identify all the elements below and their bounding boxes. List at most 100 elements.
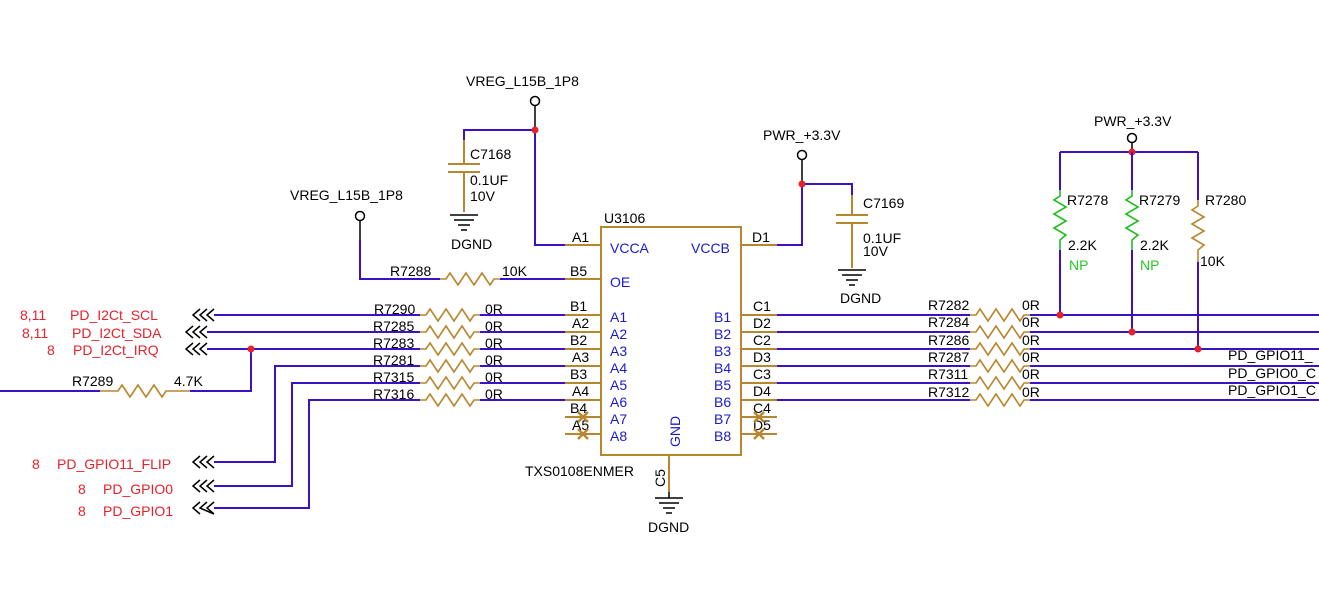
resistor-right-series[interactable]: R7282 0R R7284 0R R7286 0R R7287 0R R731… (928, 297, 1040, 408)
cap-voltage: 10V (863, 243, 889, 259)
net-label-right-gpio1[interactable]: PD_GPIO1_C (1228, 382, 1316, 398)
dgnd-label-c7168: DGND (451, 236, 492, 252)
net-label-sda[interactable]: PD_I2Ct_SDA (72, 325, 162, 341)
ground-icon (838, 269, 866, 286)
ic-pin-a4: A4 (610, 360, 627, 376)
pullup-network[interactable]: PWR_+3.3V R7278 2.2K NP R7279 2.2K NP R7… (1052, 113, 1246, 353)
net-label-irq[interactable]: PD_I2Ct_IRQ (73, 342, 159, 358)
ball-right-5: C3 (753, 366, 771, 382)
junction-dot (1128, 328, 1136, 336)
ic-pin-b1: B1 (714, 309, 731, 325)
ball-left-7: B4 (570, 400, 587, 416)
res-refdes: R7286 (928, 332, 969, 348)
cap-voltage: 10V (470, 188, 496, 204)
junction-dot (531, 126, 539, 134)
dgnd-label-ic: DGND (648, 519, 689, 535)
cap-refdes: C7168 (470, 146, 511, 162)
ball-right-3: C2 (753, 332, 771, 348)
res-refdes: R7287 (928, 349, 969, 365)
res-refdes: R7281 (373, 352, 414, 368)
res-refdes: R7290 (374, 301, 415, 317)
net-page-ref: 8 (78, 481, 86, 497)
res-refdes: R7278 (1067, 192, 1108, 208)
net-label-gpio11-flip[interactable]: PD_GPIO11_FLIP (57, 456, 171, 472)
dgnd-label-c7169: DGND (840, 290, 881, 306)
resistor-r7289[interactable]: R7289 4.7K (72, 373, 203, 399)
res-value: 4.7K (174, 373, 203, 389)
ball-vcca: A1 (572, 229, 589, 245)
ic-pin-a5: A5 (610, 377, 627, 393)
junction-dot (1194, 345, 1202, 353)
junction-dot (1056, 311, 1064, 319)
net-label-right-gpio0[interactable]: PD_GPIO0_C (1228, 365, 1316, 381)
ball-vccb: D1 (752, 229, 770, 245)
ball-gnd: C5 (652, 469, 668, 487)
res-refdes: R7315 (373, 369, 414, 385)
no-connect-icon (577, 411, 765, 440)
ball-left-1: B1 (570, 298, 587, 314)
net-page-ref: 8 (47, 342, 55, 358)
cap-value: 0.1UF (470, 172, 508, 188)
ic-pin-b5: B5 (714, 377, 731, 393)
ground-symbol-ic: DGND (648, 492, 689, 535)
res-refdes: R7312 (928, 384, 969, 400)
res-value: 0R (1022, 349, 1040, 365)
ball-left-2: A2 (572, 315, 589, 331)
res-refdes: R7316 (373, 386, 414, 402)
ic-pin-b4: B4 (714, 360, 731, 376)
resistor-left-series[interactable]: R7290 0R R7285 0R R7283 0R R7281 0R R731… (373, 301, 503, 408)
res-refdes: R7285 (373, 318, 414, 334)
ic-pin-b8: B8 (714, 428, 731, 444)
np-label: NP (1140, 257, 1159, 273)
net-label-gpio0[interactable]: PD_GPIO0 (103, 481, 173, 497)
res-refdes: R7279 (1139, 192, 1180, 208)
ic-pin-a1: A1 (610, 309, 627, 325)
ground-icon (450, 214, 478, 231)
res-refdes: R7288 (390, 263, 431, 279)
net-page-ref: 8,11 (20, 307, 46, 323)
res-value: 2.2K (1140, 237, 1169, 253)
ic-pin-gnd: GND (667, 416, 683, 447)
ball-right-8: D5 (753, 417, 771, 433)
np-label: NP (1069, 257, 1088, 273)
ball-oe: B5 (570, 263, 587, 279)
power-vreg-top: VREG_L15B_1P8 (466, 73, 579, 89)
ic-pin-vccb: VCCB (691, 240, 730, 256)
res-value: 0R (1022, 384, 1040, 400)
ball-right-2: D2 (753, 315, 771, 331)
ball-right-1: C1 (753, 298, 771, 314)
ball-left-8: A5 (572, 417, 589, 433)
vccb-supply[interactable]: PWR_+3.3V (763, 127, 853, 246)
net-label-gpio1[interactable]: PD_GPIO1 (103, 503, 173, 519)
res-refdes: R7280 (1205, 192, 1246, 208)
ic-pin-a7: A7 (610, 411, 627, 427)
res-value: 0R (1022, 297, 1040, 313)
power-pwr-mid: PWR_+3.3V (763, 127, 841, 143)
res-value: 0R (485, 352, 503, 368)
ball-right-6: D4 (753, 383, 771, 399)
res-value: 0R (485, 301, 503, 317)
ball-left-5: B3 (570, 366, 587, 382)
capacitor-c7168[interactable]: C7168 0.1UF 10V DGND (448, 140, 511, 252)
net-label-scl[interactable]: PD_I2Ct_SCL (70, 307, 158, 323)
net-page-ref: 8 (78, 503, 86, 519)
res-value: 10K (502, 263, 528, 279)
ball-right-4: D3 (753, 349, 771, 365)
res-refdes: R7283 (373, 335, 414, 351)
res-refdes: R7282 (928, 297, 969, 313)
ic-u3106[interactable]: U3106 TXS0108ENMER VCCA VCCB OE GND A1 A… (525, 210, 777, 492)
res-refdes: R7289 (72, 373, 113, 389)
res-value: 0R (1022, 366, 1040, 382)
ic-pin-oe: OE (610, 274, 630, 290)
junction-dot (247, 345, 255, 353)
res-value: 0R (485, 335, 503, 351)
capacitor-c7169[interactable]: C7169 0.1UF 10V DGND (836, 195, 904, 306)
vcca-supply[interactable]: VREG_L15B_1P8 (463, 73, 579, 246)
res-refdes: R7284 (928, 314, 969, 330)
net-label-right-gpio11[interactable]: PD_GPIO11_ (1228, 347, 1313, 363)
res-value: 0R (1022, 314, 1040, 330)
oe-pullup[interactable]: VREG_L15B_1P8 R7288 10K (290, 187, 565, 287)
ic-pin-a2: A2 (610, 326, 627, 342)
power-vreg-oe: VREG_L15B_1P8 (290, 187, 403, 203)
